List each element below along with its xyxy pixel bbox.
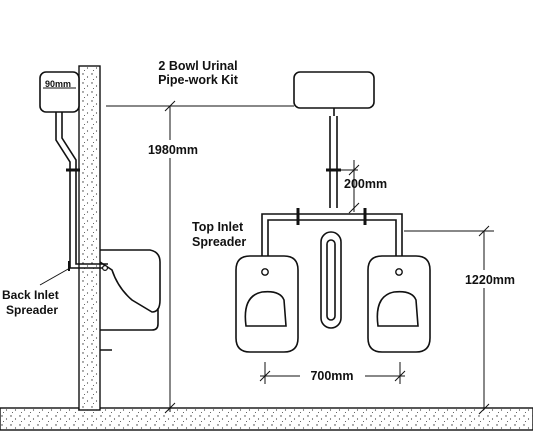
right-top-inlet [395, 268, 403, 276]
dim-1220-tick-top [478, 225, 490, 237]
dim-200-tick-top [348, 164, 360, 176]
side-flush-pipe [55, 112, 108, 269]
back-inlet-leader [39, 267, 71, 286]
dim-1220-label-bg [458, 270, 522, 288]
dim-1980-label-bg [142, 140, 202, 158]
front-flush-pipe [329, 116, 338, 208]
pipe-gap-label: 200mm [344, 177, 387, 191]
dim-700-tick-left [259, 370, 271, 382]
cistern-width-label: 90mm [45, 79, 71, 89]
title-line1: 2 Bowl Urinal [158, 59, 237, 73]
top-inlet-label-line1: Top Inlet [192, 220, 244, 234]
right-bowl-inner [376, 290, 419, 327]
left-bowl-inner [244, 290, 287, 327]
top-inlet-label-line2: Spreader [192, 235, 246, 249]
title-line2: Pipe-work Kit [158, 73, 239, 87]
back-inlet-label-line2: Spreader [6, 303, 58, 317]
left-urinal-bowl [235, 255, 299, 353]
height-cistern-label: 1980mm [148, 143, 198, 157]
urinal-divider-inner [326, 239, 336, 321]
dim-200-tick-bottom [348, 202, 360, 214]
floor-slab [0, 407, 533, 431]
bowl-spacing-label: 700mm [310, 369, 353, 383]
right-urinal-bowl [367, 255, 431, 353]
height-spreader-label: 1220mm [465, 273, 515, 287]
side-urinal [99, 249, 161, 351]
dim-1980-tick-top [164, 100, 176, 112]
back-inlet-label-line1: Back Inlet [2, 288, 59, 302]
back-inlet-spreader [101, 265, 108, 272]
dim-1980-tick-bottom [164, 402, 176, 414]
left-top-inlet [261, 268, 269, 276]
urinal-divider [320, 231, 342, 329]
dim-700-tick-right [394, 370, 406, 382]
spreader-pipe [261, 213, 403, 268]
side-cistern [39, 71, 80, 113]
dim-1220-tick-bottom [478, 403, 490, 415]
front-cistern [293, 71, 375, 109]
wall-section [78, 65, 101, 411]
